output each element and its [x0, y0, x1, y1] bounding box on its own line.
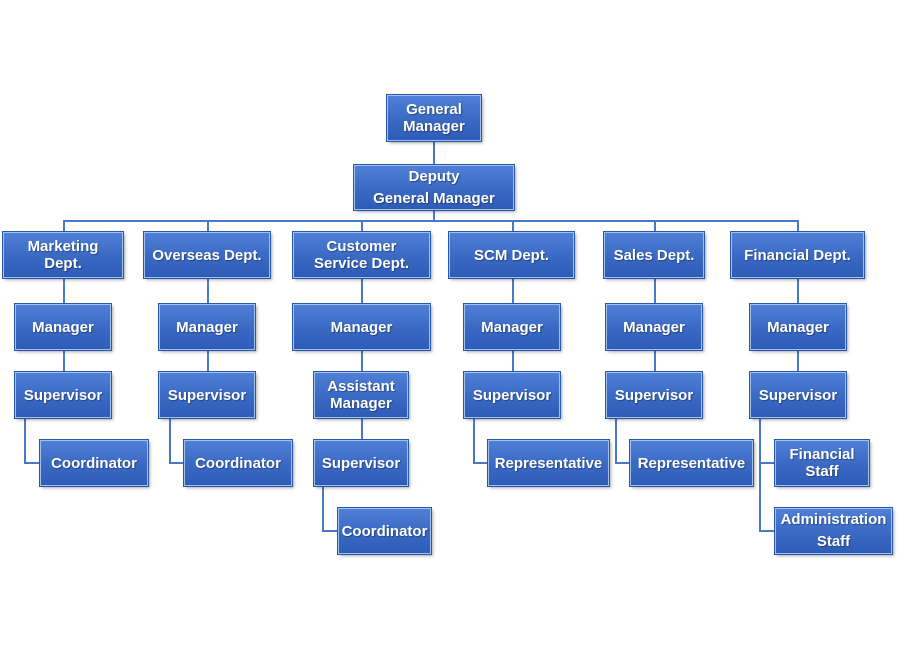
- manager-box: Manager: [463, 303, 561, 351]
- connector: [24, 418, 26, 464]
- connector: [797, 220, 799, 232]
- connector: [63, 220, 65, 232]
- dept-box-marketing: Marketing Dept.: [2, 231, 124, 279]
- assistant-manager-box: Assistant Manager: [313, 371, 409, 419]
- dept-box-scm: SCM Dept.: [448, 231, 575, 279]
- connector: [361, 220, 363, 232]
- connector: [512, 278, 514, 304]
- dept-box-financial: Financial Dept.: [730, 231, 865, 279]
- connector: [797, 350, 799, 372]
- connector: [322, 530, 338, 532]
- dept-box-overseas: Overseas Dept.: [143, 231, 271, 279]
- connector: [654, 278, 656, 304]
- supervisor-box: Supervisor: [14, 371, 112, 419]
- supervisor-box: Supervisor: [463, 371, 561, 419]
- connector: [512, 350, 514, 372]
- financial-staff-box: Financial Staff: [774, 439, 870, 487]
- connector: [615, 418, 617, 464]
- manager-box: Manager: [605, 303, 703, 351]
- supervisor-box: Supervisor: [749, 371, 847, 419]
- connector: [361, 350, 363, 372]
- connector: [759, 530, 775, 532]
- coordinator-box: Coordinator: [337, 507, 432, 555]
- deputy-general-manager-box: Deputy General Manager: [353, 164, 515, 211]
- connector: [169, 418, 171, 464]
- connector: [63, 278, 65, 304]
- supervisor-box: Supervisor: [605, 371, 703, 419]
- connector: [169, 462, 184, 464]
- connector: [759, 462, 775, 464]
- connector: [473, 418, 475, 464]
- dept-box-sales: Sales Dept.: [603, 231, 705, 279]
- supervisor-box: Supervisor: [313, 439, 409, 487]
- connector: [24, 462, 40, 464]
- connector: [63, 350, 65, 372]
- dept-box-customer-service: Customer Service Dept.: [292, 231, 431, 279]
- coordinator-box: Coordinator: [183, 439, 293, 487]
- connector: [615, 462, 630, 464]
- connector: [433, 141, 435, 165]
- connector: [654, 220, 656, 232]
- connector: [361, 418, 363, 440]
- connector: [433, 210, 435, 221]
- administration-staff-box: Administration Staff: [774, 507, 893, 555]
- connector: [322, 486, 324, 532]
- connector: [473, 462, 488, 464]
- representative-box: Representative: [487, 439, 610, 487]
- connector: [207, 278, 209, 304]
- manager-box: Manager: [158, 303, 256, 351]
- connector: [207, 220, 209, 232]
- connector: [654, 350, 656, 372]
- connector: [512, 220, 514, 232]
- connector: [63, 220, 799, 222]
- coordinator-box: Coordinator: [39, 439, 149, 487]
- representative-box: Representative: [629, 439, 754, 487]
- connector: [361, 278, 363, 304]
- manager-box: Manager: [14, 303, 112, 351]
- general-manager-box: General Manager: [386, 94, 482, 142]
- connector: [207, 350, 209, 372]
- connector: [759, 418, 761, 532]
- manager-box: Manager: [749, 303, 847, 351]
- supervisor-box: Supervisor: [158, 371, 256, 419]
- connector: [797, 278, 799, 304]
- manager-box: Manager: [292, 303, 431, 351]
